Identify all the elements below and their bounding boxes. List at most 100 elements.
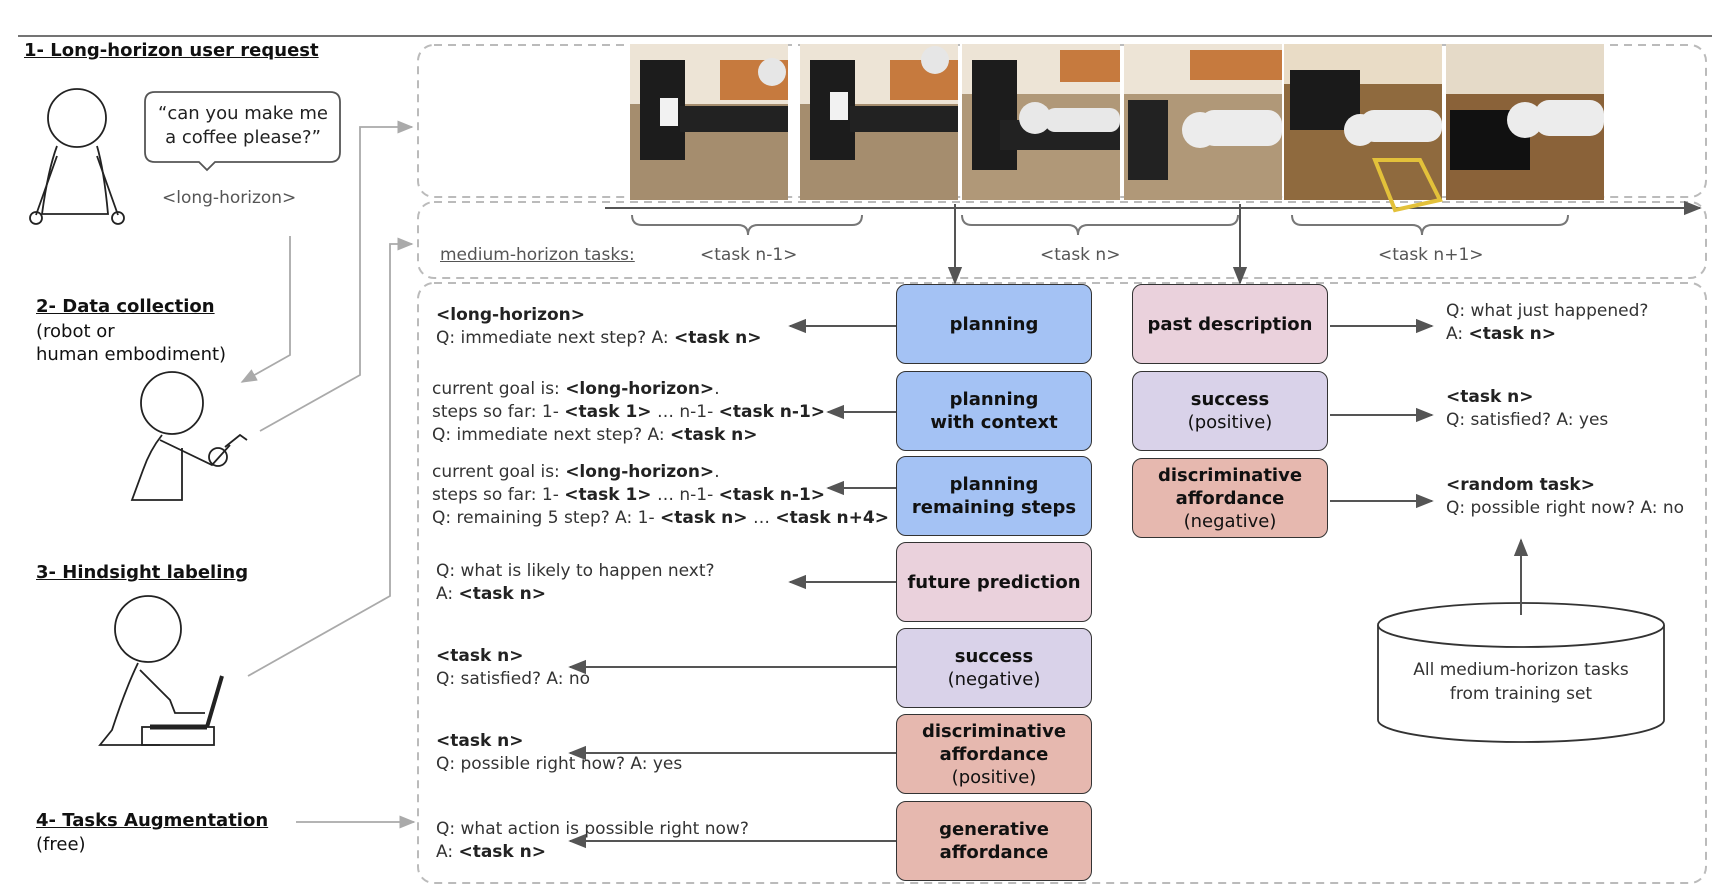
database-label: All medium-horizon tasks <box>1413 660 1629 680</box>
video-frame-6 <box>1446 44 1604 200</box>
medium-horizon-label: medium-horizon tasks: <box>440 245 635 265</box>
task-label: <task n+1> <box>1378 245 1484 265</box>
qa-task-token: <task n> <box>1468 324 1557 344</box>
qa-line: Q: remaining 5 step? A: 1- <task n> … <t… <box>432 507 889 530</box>
step-4-subtitle: (free) <box>36 834 86 855</box>
qa-task-token: <long-horizon> <box>565 379 715 399</box>
box-label-line: generative <box>939 819 1049 840</box>
qa-line: Q: what action is possible right now? <box>436 818 749 841</box>
qa-text-segment: current goal is: <box>432 462 566 482</box>
user-request-line: “can you make me <box>158 103 328 124</box>
box-label-line: with context <box>930 412 1058 433</box>
video-frame-5 <box>1284 44 1443 213</box>
qa-text: Q: what is likely to happen next?A: <tas… <box>436 560 715 606</box>
box-label-line: success <box>1190 389 1270 410</box>
qa-line: <task n> <box>436 730 682 753</box>
future-prediction-box: future prediction <box>896 542 1092 622</box>
qa-task-token: <task n> <box>1446 387 1534 407</box>
qa-text-segment: Q: immediate next step? A: <box>436 328 674 348</box>
step-2-title: 2- Data collection <box>36 296 215 317</box>
qa-text-segment: A: <box>436 584 459 604</box>
qa-text-segment: A: <box>436 842 459 862</box>
qa-text-segment: . <box>714 379 720 399</box>
qa-text-segment: Q: immediate next step? A: <box>432 425 670 445</box>
qa-text: <random task> Q: possible right now? A: n… <box>1446 474 1684 520</box>
box-label-line: (positive) <box>1187 412 1273 433</box>
box-label-line: remaining steps <box>911 497 1077 518</box>
qa-line: A: <task n> <box>436 583 715 606</box>
task-label: <task n> <box>1040 245 1121 265</box>
box-label-line: success <box>954 646 1034 667</box>
brace <box>1291 214 1569 236</box>
qa-text: <long-horizon>Q: immediate next step? A:… <box>436 304 762 350</box>
qa-text: Q: what action is possible right now?A: … <box>436 818 749 864</box>
step-3-title: 3- Hindsight labeling <box>36 562 249 583</box>
qa-task-token: <task n> <box>436 731 524 751</box>
qa-task-token: <task 1> <box>564 402 652 422</box>
qa-text-segment: Q: remaining 5 step? A: 1- <box>432 508 660 528</box>
qa-line: steps so far: 1- <task 1> … n-1- <task n… <box>432 484 889 507</box>
box-label-line: future prediction <box>907 571 1081 593</box>
qa-text-segment: steps so far: 1- <box>432 485 565 505</box>
qa-text-segment: Q: satisfied? A: no <box>436 669 591 689</box>
past-description-box: past description <box>1132 284 1328 364</box>
qa-line: Q: immediate next step? A: <task n> <box>436 327 762 350</box>
qa-task-token: <long-horizon> <box>565 462 715 482</box>
box-label-line: discriminative <box>1157 464 1303 486</box>
qa-text-segment: … n-1- <box>651 485 719 505</box>
qa-line: Q: immediate next step? A: <task n> <box>432 424 825 447</box>
qa-line: Q: what just happened? <box>1446 300 1648 323</box>
planning-box: planning <box>896 284 1092 364</box>
qa-text-segment: Q: what just happened? <box>1446 301 1649 321</box>
step-4-title: 4- Tasks Augmentation <box>36 810 269 831</box>
qa-task-token: <task n> <box>660 508 748 528</box>
qa-task-token: <task n> <box>674 328 762 348</box>
brace <box>961 214 1239 236</box>
qa-text: <task n>Q: satisfied? A: no <box>436 645 590 691</box>
success-negative-box: success(negative) <box>896 628 1092 708</box>
step-2-subtitle: human embodiment) <box>36 344 227 365</box>
qa-line: <task n> <box>436 645 590 668</box>
qa-task-token: <task 1> <box>564 485 652 505</box>
qa-text-segment: Q: satisfied? A: yes <box>1446 410 1609 430</box>
connector-arrow <box>259 120 414 432</box>
box-label-line: planning <box>949 474 1039 495</box>
robot-video-frames <box>630 44 1604 213</box>
qa-line: <long-horizon> <box>436 304 762 327</box>
connector-arrow <box>247 237 414 677</box>
video-frame-2 <box>800 44 958 200</box>
connector-arrow <box>240 236 291 383</box>
success-positive-box: success(positive) <box>1132 371 1328 451</box>
qa-task-token: <task n> <box>670 425 758 445</box>
box-label-line: planning <box>949 313 1039 335</box>
qa-task-token: <task n-1> <box>718 402 826 422</box>
qa-text-segment: . <box>714 462 720 482</box>
qa-text-segment: Q: possible right now? A: yes <box>436 754 683 774</box>
qa-task-token: <random task> <box>1446 475 1595 495</box>
box-label-line: planning <box>949 389 1039 410</box>
qa-text-segment: steps so far: 1- <box>432 402 565 422</box>
step-1-title: 1- Long-horizon user request <box>24 40 319 61</box>
qa-text-segment: current goal is: <box>432 379 566 399</box>
brace <box>631 214 863 236</box>
person-at-laptop-icon <box>98 595 224 746</box>
qa-text-segment: Q: possible right now? A: no <box>1446 498 1685 518</box>
qa-text: <task n> Q: satisfied? A: yes <box>1446 386 1608 432</box>
qa-line: Q: satisfied? A: no <box>436 668 590 691</box>
qa-text-segment: A: <box>1446 324 1469 344</box>
box-label-line: (positive) <box>951 766 1037 788</box>
qa-task-token: <task n-1> <box>718 485 826 505</box>
qa-line: Q: satisfied? A: yes <box>1446 409 1608 432</box>
qa-line: <random task> <box>1446 474 1684 497</box>
qa-task-token: <task n> <box>458 584 547 604</box>
step-2-subtitle: (robot or <box>36 321 115 342</box>
qa-line: current goal is: <long-horizon>. <box>432 461 889 484</box>
video-frame-4 <box>1124 44 1282 200</box>
qa-text: current goal is: <long-horizon>.steps so… <box>432 461 889 530</box>
task-label: <task n-1> <box>700 245 798 265</box>
